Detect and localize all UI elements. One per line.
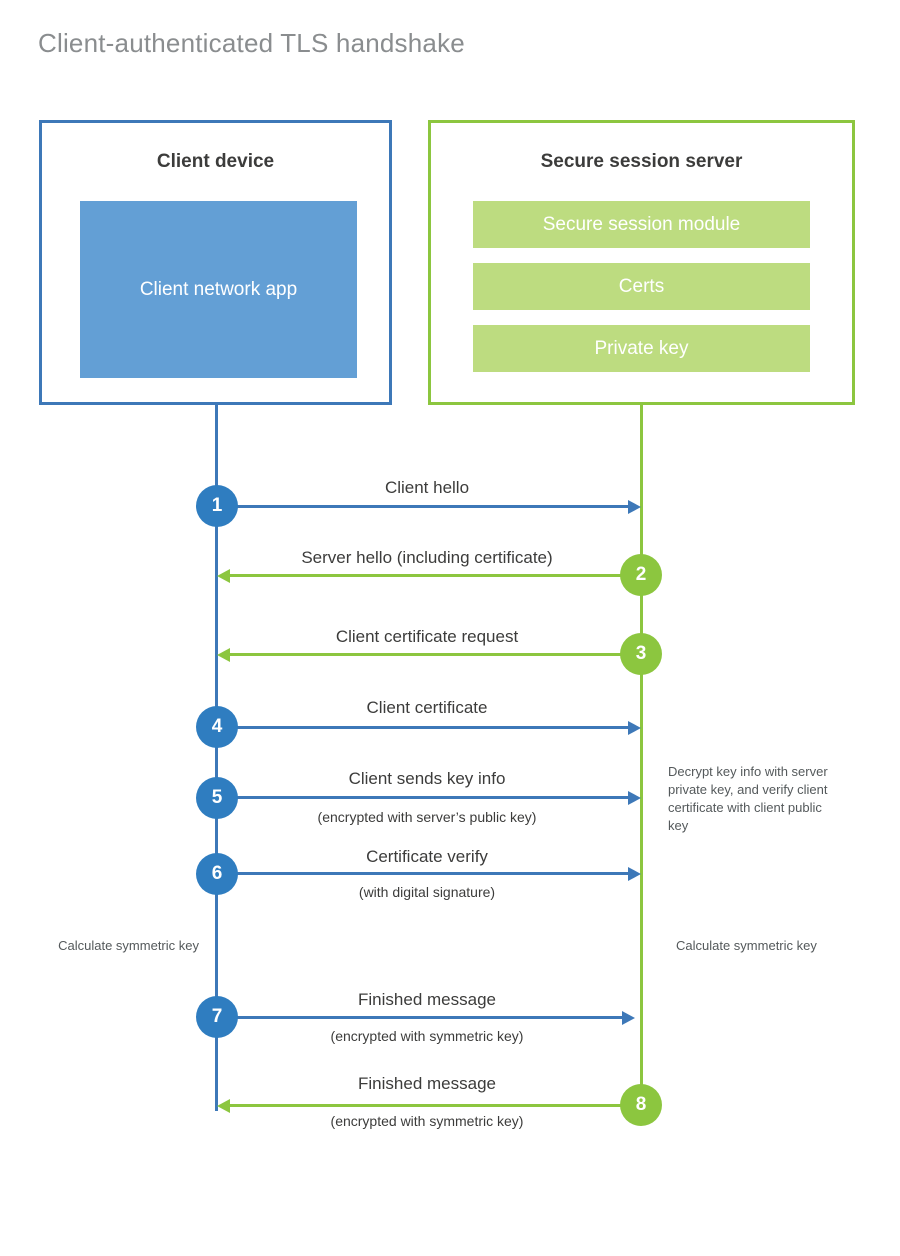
step-6-label: Certificate verify <box>366 847 488 866</box>
step-5-marker[interactable]: 5 <box>196 777 238 819</box>
step-1-arrow-line <box>217 505 628 508</box>
step-2-arrow-line <box>230 574 640 577</box>
step-2-arrow-head <box>217 569 230 583</box>
server-component-private-key: Private key <box>473 325 810 372</box>
client-device-box: Client device Client network app <box>39 120 392 405</box>
step-6-marker[interactable]: 6 <box>196 853 238 895</box>
step-3-arrow-line <box>230 653 640 656</box>
server-component-secure-session-module: Secure session module <box>473 201 810 248</box>
step-1-label: Client hello <box>384 478 470 497</box>
step-4-marker[interactable]: 4 <box>196 706 238 748</box>
step-7-arrow-head <box>622 1011 635 1025</box>
step-5-label: Client sends key info <box>348 769 506 788</box>
step-2-label: Server hello (including certificate) <box>301 548 553 567</box>
server-calculate-symmetric-key-note: Calculate symmetric key <box>676 938 817 953</box>
step-5-arrow-line <box>217 796 628 799</box>
step-8-arrow-head <box>217 1099 230 1113</box>
secure-session-server-title: Secure session server <box>540 151 743 172</box>
step-8-arrow-line <box>230 1104 640 1107</box>
client-lifeline <box>215 405 218 1111</box>
step-4-arrow-head <box>628 721 641 735</box>
step-2-marker[interactable]: 2 <box>620 554 662 596</box>
step-1-arrow-head <box>628 500 641 514</box>
step-6-arrow-head <box>628 867 641 881</box>
step-8-sublabel: (encrypted with symmetric key) <box>330 1113 524 1129</box>
step-8-label: Finished message <box>358 1074 496 1093</box>
step-6-arrow-line <box>217 872 628 875</box>
client-device-title: Client device <box>156 151 275 172</box>
step-6-sublabel: (with digital signature) <box>358 884 496 900</box>
step-3-arrow-head <box>217 648 230 662</box>
server-component-certs: Certs <box>473 263 810 310</box>
step-7-arrow-line <box>217 1016 622 1019</box>
step-7-marker[interactable]: 7 <box>196 996 238 1038</box>
step-7-label: Finished message <box>358 990 496 1009</box>
client-calculate-symmetric-key-note: Calculate symmetric key <box>58 938 199 953</box>
step-5-sublabel: (encrypted with server’s public key) <box>317 809 537 825</box>
step-8-marker[interactable]: 8 <box>620 1084 662 1126</box>
secure-session-server-box: Secure session server Secure session mod… <box>428 120 855 405</box>
step-4-label: Client certificate <box>366 698 488 717</box>
step-3-marker[interactable]: 3 <box>620 633 662 675</box>
step-7-sublabel: (encrypted with symmetric key) <box>330 1028 524 1044</box>
server-decrypt-note: Decrypt key info with server private key… <box>668 764 828 833</box>
step-3-label: Client certificate request <box>335 627 519 646</box>
server-lifeline <box>640 405 643 1107</box>
client-network-app-block: Client network app <box>80 201 357 378</box>
step-5-arrow-head <box>628 791 641 805</box>
step-4-arrow-line <box>217 726 628 729</box>
step-1-marker[interactable]: 1 <box>196 485 238 527</box>
page-title: Client-authenticated TLS handshake <box>38 28 465 58</box>
